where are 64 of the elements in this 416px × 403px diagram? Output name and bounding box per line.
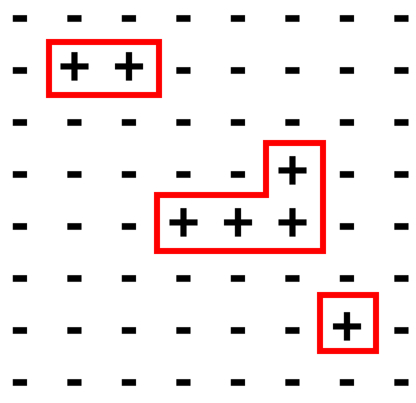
minus-sign: -: [336, 0, 358, 36]
plus-sign: +: [57, 44, 92, 88]
minus-sign: -: [64, 356, 85, 400]
minus-sign: -: [118, 148, 140, 192]
minus-sign: -: [118, 304, 140, 348]
minus-sign: -: [64, 252, 85, 296]
minus-sign: -: [336, 356, 358, 400]
minus-sign: -: [228, 148, 248, 192]
minus-sign: -: [173, 304, 194, 348]
minus-sign: -: [282, 304, 303, 348]
minus-sign: -: [391, 96, 412, 140]
plus-sign: +: [166, 200, 201, 244]
plus-sign: +: [275, 148, 310, 192]
minus-sign: -: [336, 252, 358, 296]
minus-sign: -: [391, 0, 412, 36]
minus-sign: -: [336, 148, 358, 192]
minus-sign: -: [391, 44, 412, 88]
minus-sign: -: [118, 200, 140, 244]
minus-sign: -: [228, 44, 248, 88]
minus-sign: -: [228, 304, 248, 348]
minus-sign: -: [336, 200, 358, 244]
plus-sign: +: [275, 200, 310, 244]
minus-sign: -: [118, 252, 140, 296]
minus-sign: -: [173, 44, 194, 88]
minus-sign: -: [173, 252, 194, 296]
minus-sign: -: [173, 96, 194, 140]
minus-sign: -: [10, 200, 30, 244]
minus-sign: -: [282, 96, 303, 140]
minus-sign: -: [228, 356, 248, 400]
minus-sign: -: [10, 148, 30, 192]
minus-sign: -: [10, 252, 30, 296]
minus-sign: -: [64, 200, 85, 244]
minus-sign: -: [10, 44, 30, 88]
minus-sign: -: [391, 200, 412, 244]
minus-sign: -: [282, 356, 303, 400]
plus-sign: +: [112, 44, 146, 88]
minus-sign: -: [391, 252, 412, 296]
minus-sign: -: [282, 252, 303, 296]
minus-sign: -: [173, 148, 194, 192]
minus-sign: -: [282, 0, 303, 36]
minus-sign: -: [173, 356, 194, 400]
minus-sign: -: [118, 0, 140, 36]
minus-sign: -: [228, 0, 248, 36]
minus-sign: -: [64, 304, 85, 348]
minus-sign: -: [10, 356, 30, 400]
plus-sign: +: [220, 200, 256, 244]
minus-sign: -: [391, 304, 412, 348]
minus-sign: -: [118, 96, 140, 140]
minus-sign: -: [336, 96, 358, 140]
minus-sign: -: [228, 252, 248, 296]
minus-sign: -: [173, 0, 194, 36]
minus-sign: -: [391, 148, 412, 192]
minus-sign: -: [64, 96, 85, 140]
minus-sign: -: [64, 148, 85, 192]
minus-sign: -: [391, 356, 412, 400]
minus-sign: -: [228, 96, 248, 140]
minus-sign: -: [64, 0, 85, 36]
minus-sign: -: [10, 304, 30, 348]
minus-sign: -: [282, 44, 303, 88]
minus-sign: -: [336, 44, 358, 88]
plus-sign: +: [330, 304, 364, 348]
minus-sign: -: [10, 96, 30, 140]
minus-sign: -: [10, 0, 30, 36]
minus-sign: -: [118, 356, 140, 400]
